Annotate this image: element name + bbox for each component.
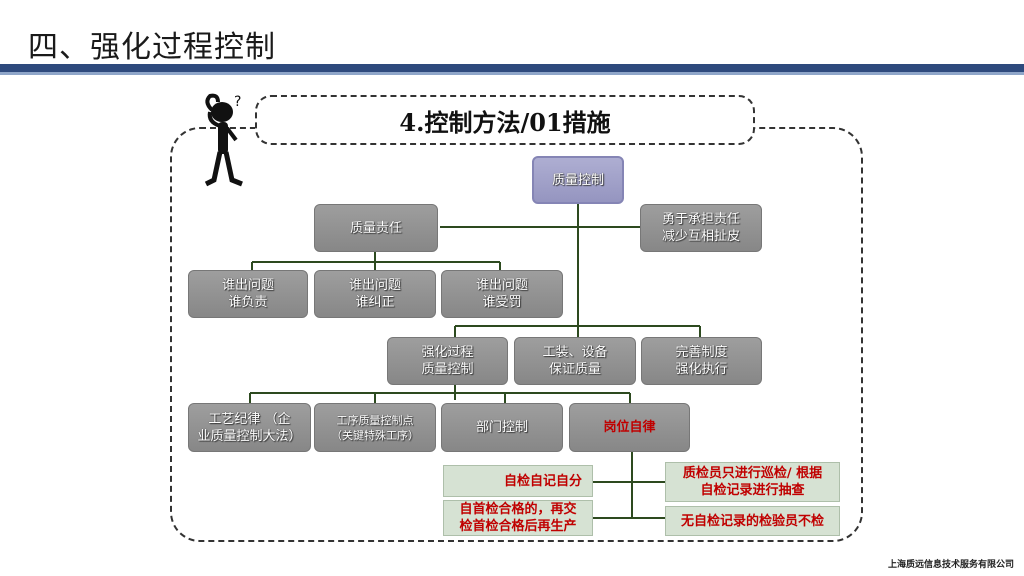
node-post-self-discipline: 岗位自律 <box>569 403 690 452</box>
node-take-responsibility: 勇于承担责任 减少互相扯皮 <box>640 204 762 252</box>
header-bar-light <box>0 72 1024 75</box>
footer-company: 上海质远信息技术服务有限公司 <box>887 560 1014 570</box>
node-dept-control: 部门控制 <box>441 403 563 452</box>
node-improve-system: 完善制度 强化执行 <box>641 337 762 385</box>
diagram-subtitle: 4.控制方法/01措施 <box>255 95 755 145</box>
node-process-discipline: 工艺纪律 （企 业质量控制大法） <box>188 403 311 452</box>
thinking-figure-icon: ? <box>204 93 243 187</box>
node-who-punished: 谁出问题 谁受罚 <box>441 270 563 318</box>
note-inspector-patrol: 质检员只进行巡检/ 根据 自检记录进行抽查 <box>665 462 840 502</box>
node-quality-control: 质量控制 <box>532 156 624 204</box>
node-process-checkpoints: 工序质量控制点 （关键特殊工序） <box>314 403 436 452</box>
note-first-article: 自首检合格的，再交 检首检合格后再生产 <box>443 500 593 536</box>
question-mark-icon: ? <box>234 94 241 110</box>
node-quality-responsibility: 质量责任 <box>314 204 438 252</box>
node-tooling-equipment: 工装、设备 保证质量 <box>514 337 636 385</box>
header-bar <box>0 64 1024 72</box>
node-who-responsible: 谁出问题 谁负责 <box>188 270 308 318</box>
note-no-record-no-check: 无自检记录的检验员不检 <box>665 506 840 536</box>
note-self-inspection: 自检自记自分 <box>443 465 593 497</box>
node-strengthen-process: 强化过程 质量控制 <box>387 337 508 385</box>
page-title: 四、强化过程控制 <box>28 30 276 65</box>
node-who-corrects: 谁出问题 谁纠正 <box>314 270 436 318</box>
